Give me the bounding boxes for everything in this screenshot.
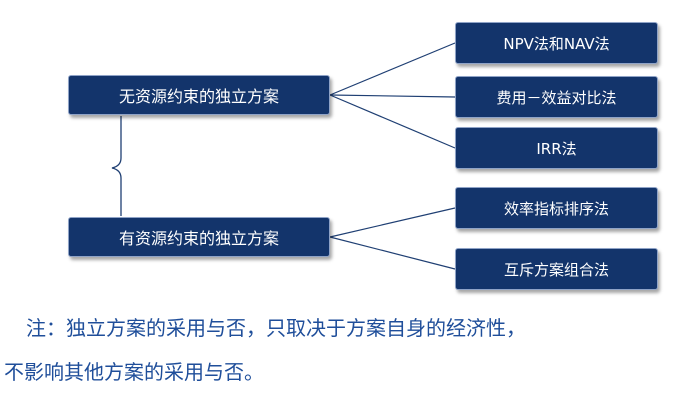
method-label: 互斥方案组合法 xyxy=(503,260,609,279)
connector-line xyxy=(329,236,456,270)
note-line-1: 注：独立方案的采用与否，只取决于方案自身的经济性， xyxy=(0,308,675,348)
method-label: 效率指标排序法 xyxy=(503,199,609,218)
connector-line xyxy=(329,207,456,238)
method-mutually-exclusive-combination: 互斥方案组合法 xyxy=(455,248,658,290)
left-node-label: 有资源约束的独立方案 xyxy=(118,229,279,248)
left-node-label: 无资源约束的独立方案 xyxy=(118,87,279,106)
connector-line xyxy=(329,42,456,96)
note-text: 不影响其他方案的采用与否。 xyxy=(4,360,264,384)
note-text: 注：独立方案的采用与否，只取决于方案自身的经济性， xyxy=(26,316,526,340)
method-irr: IRR法 xyxy=(455,127,658,169)
method-label: NPV法和NAV法 xyxy=(503,34,610,53)
method-label: 费用－效益对比法 xyxy=(496,88,617,107)
method-cost-benefit: 费用－效益对比法 xyxy=(455,76,658,118)
connector-line xyxy=(329,94,456,149)
left-node-unconstrained: 无资源约束的独立方案 xyxy=(68,75,330,115)
left-node-constrained: 有资源约束的独立方案 xyxy=(68,217,330,257)
method-label: IRR法 xyxy=(536,139,577,158)
method-efficiency-ranking: 效率指标排序法 xyxy=(455,187,658,229)
method-npv-nav: NPV法和NAV法 xyxy=(455,22,658,64)
note-line-2: 不影响其他方案的采用与否。 xyxy=(0,352,675,392)
connector-line xyxy=(329,94,456,98)
curly-brace xyxy=(111,116,122,216)
